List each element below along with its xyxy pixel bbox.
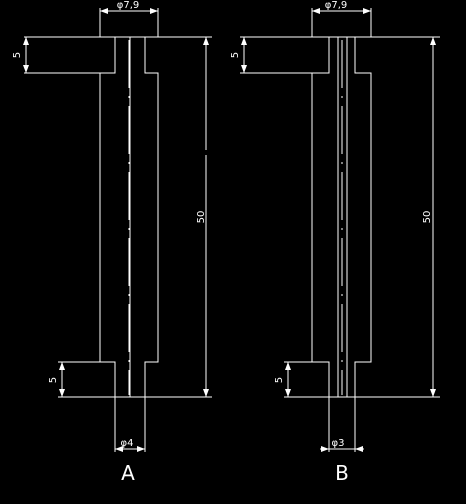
part-a: 5 φ7,9 50 5 φ4 A — [12, 0, 212, 485]
part-b-label: B — [335, 461, 349, 485]
part-a-top-flange-label: 5 — [12, 52, 23, 58]
part-b-bottom-diameter-label: φ3 — [332, 438, 345, 449]
part-b-bottom-flange-label: 5 — [274, 377, 285, 383]
part-a-top-diameter-label: φ7,9 — [117, 0, 140, 11]
part-b-length-label: 50 — [422, 211, 433, 224]
part-b-top-diameter-label: φ7,9 — [325, 0, 348, 11]
part-b-top-flange-label: 5 — [230, 52, 241, 58]
part-a-bottom-flange-label: 5 — [48, 377, 59, 383]
part-a-bottom-diameter-label: φ4 — [121, 438, 134, 449]
part-a-label: A — [121, 461, 135, 485]
part-a-length-label: 50 — [196, 211, 207, 224]
part-b: 5 φ7,9 50 5 φ3 B — [230, 0, 440, 485]
